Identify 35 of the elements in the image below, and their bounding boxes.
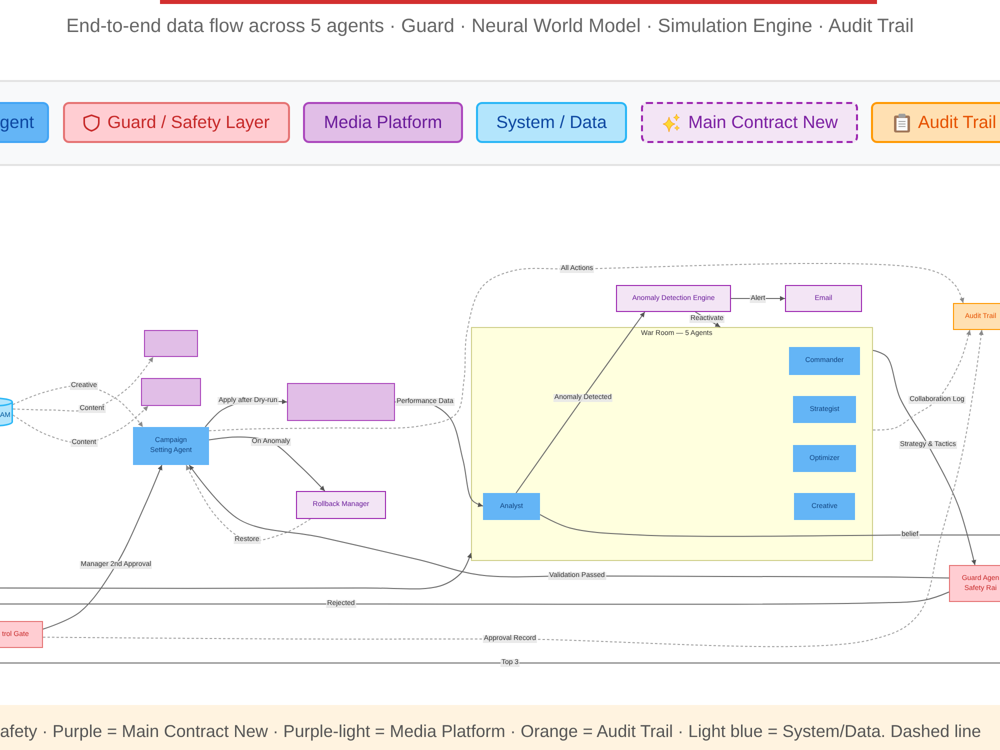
subtitle: End-to-end data flow across 5 agents · Guard · Neural World Model · Simulation Engine · Audit Trail	[66, 16, 914, 38]
arrow	[188, 464, 950, 578]
arrow	[872, 350, 976, 566]
connector-line	[540, 514, 1000, 537]
agent-box	[793, 396, 856, 423]
dashed-arrow	[872, 330, 972, 430]
connector-line	[0, 592, 950, 605]
guard-box	[949, 565, 1000, 602]
service-box	[785, 285, 862, 312]
dashed-arrow	[208, 262, 964, 432]
agent-box	[789, 347, 860, 375]
agent-box	[133, 427, 209, 465]
legend-label: System / Data	[496, 112, 607, 133]
platform-box	[144, 330, 198, 357]
platform-box	[287, 383, 395, 421]
service-box	[296, 491, 386, 519]
legend-label: Guard / Safety Layer	[107, 112, 270, 133]
group-panel	[471, 327, 873, 561]
audit-box	[953, 303, 1000, 330]
arrow	[0, 552, 472, 590]
agent-box	[793, 445, 856, 472]
service-box	[616, 285, 731, 312]
agent-box	[483, 493, 540, 520]
arrow	[516, 312, 646, 494]
agent-box	[794, 493, 855, 520]
legend-label: Audit Trail	[918, 112, 996, 133]
legend-label: gent	[0, 112, 34, 133]
dashed-arrow	[186, 464, 311, 542]
arrow	[42, 464, 162, 630]
legend-label: Main Contract New	[688, 112, 838, 133]
legend-label: Media Platform	[324, 112, 442, 133]
platform-box	[141, 378, 201, 406]
dashed-arrow	[12, 356, 154, 412]
dashed-arrow	[42, 330, 984, 648]
legend-note: afety · Purple = Main Contract New · Purple-light = Media Platform · Orange = Audit Trail · Light blue = System/Data. Dashed line	[0, 721, 982, 741]
